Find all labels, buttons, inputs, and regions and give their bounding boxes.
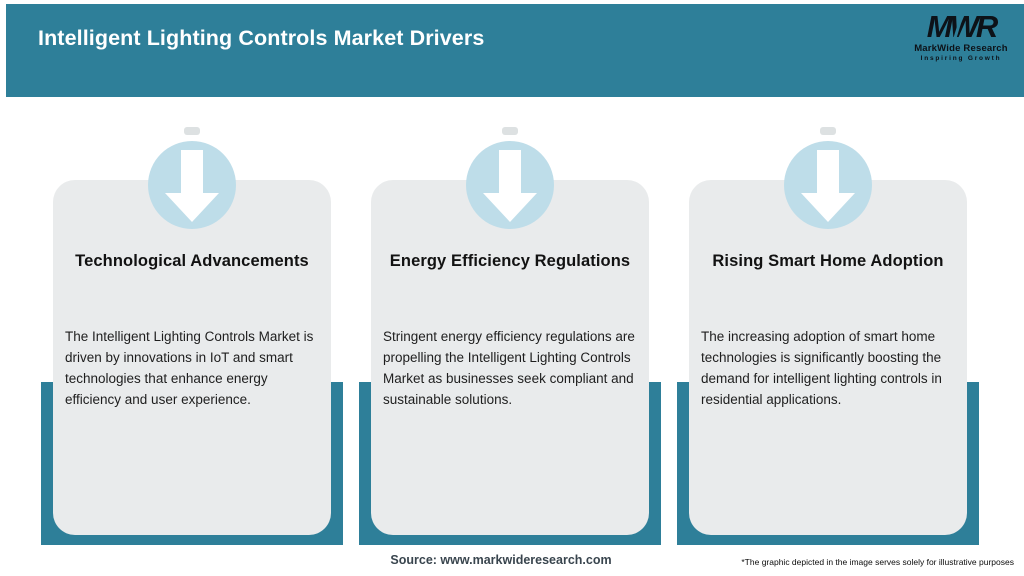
card-title: Rising Smart Home Adoption <box>712 252 944 270</box>
card-description: The increasing adoption of smart home te… <box>701 329 942 407</box>
header-band: Intelligent Lighting Controls Market Dri… <box>6 4 1024 97</box>
down-arrow-badge <box>466 141 554 229</box>
card-description: The Intelligent Lighting Controls Market… <box>65 329 314 407</box>
logo-acronym: MWR <box>927 10 999 44</box>
driver-card-rising-smart-home-adoption: Rising Smart Home Adoption The increasin… <box>689 180 967 535</box>
driver-card-technological-advancements: Technological Advancements The Intellige… <box>53 180 331 535</box>
card-title: Energy Efficiency Regulations <box>389 252 631 270</box>
arrow-tab <box>184 127 200 135</box>
down-arrow-icon <box>483 150 537 222</box>
driver-card-energy-efficiency-regulations: Energy Efficiency Regulations Stringent … <box>371 180 649 535</box>
logo-tagline: Inspiring Growth <box>920 54 1002 62</box>
down-arrow-badge <box>784 141 872 229</box>
arrow-tab <box>820 127 836 135</box>
down-arrow-badge <box>148 141 236 229</box>
card-title: Technological Advancements <box>75 252 309 270</box>
arrow-tab <box>502 127 518 135</box>
page-title: Intelligent Lighting Controls Market Dri… <box>38 26 485 50</box>
logo-company-name: MarkWide Research <box>914 42 1008 54</box>
source-attribution: Source: www.markwideresearch.com <box>390 553 612 567</box>
down-arrow-icon <box>801 150 855 222</box>
disclaimer-note: *The graphic depicted in the image serve… <box>741 557 1014 567</box>
card-description: Stringent energy efficiency regulations … <box>383 329 635 407</box>
markwide-research-logo: MWR MarkWide Research Inspiring Growth <box>904 10 1018 62</box>
down-arrow-icon <box>165 150 219 222</box>
